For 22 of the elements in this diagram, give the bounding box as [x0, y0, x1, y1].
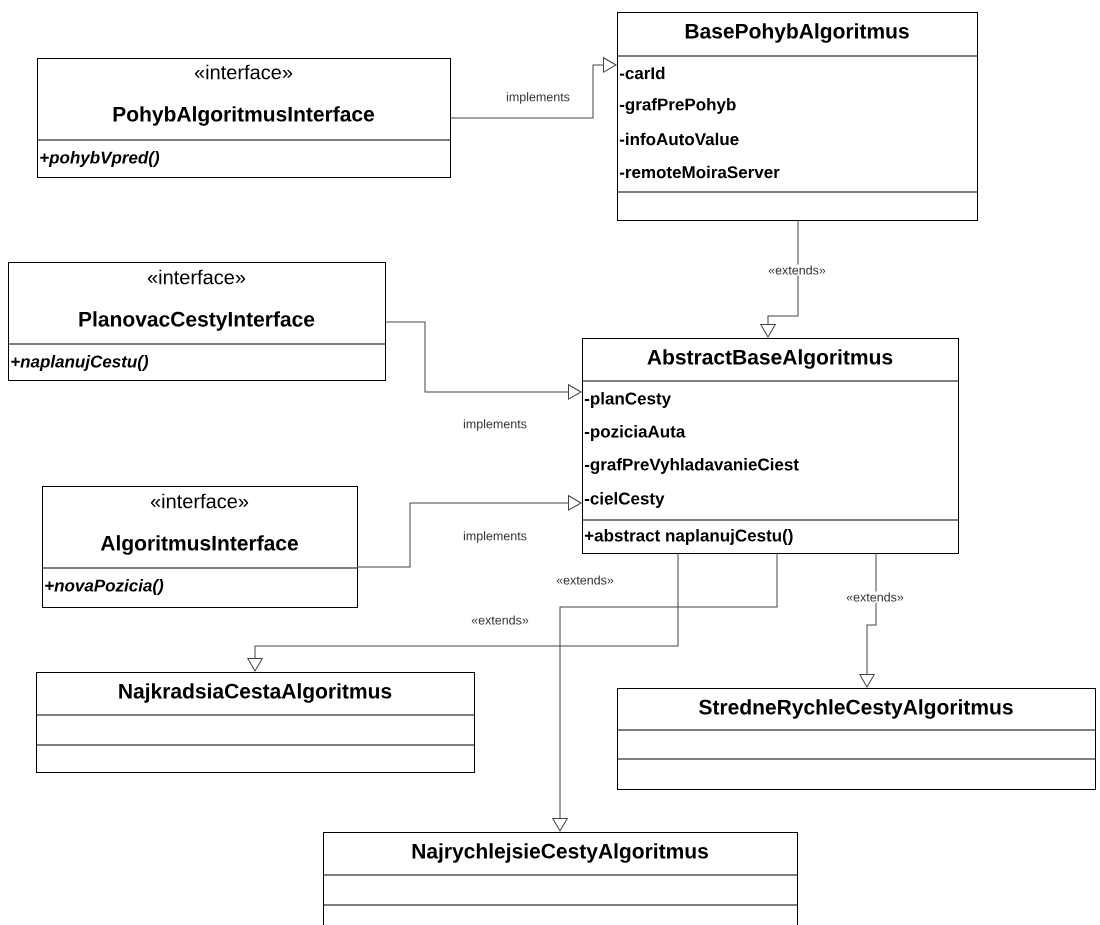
- edge-label: «extends»: [555, 574, 615, 586]
- edge-label: implements: [462, 530, 528, 544]
- class-box: AbstractBaseAlgoritmus -planCesty -poziciaAuta -grafPreVyhladavanieCiest -cielCesty +abstract naplanujCestu(): [581, 338, 959, 554]
- generalization-arrow: [859, 552, 877, 688]
- generalization-arrow: [552, 552, 778, 832]
- edge-label: «extends»: [470, 614, 530, 626]
- edge-label: «extends»: [767, 264, 827, 276]
- generalization-arrow: [356, 495, 582, 568]
- interface-box: «interface» PohybAlgoritmusInterface +pohybVpred(): [36, 58, 451, 178]
- generalization-arrow: [384, 321, 582, 400]
- interface-box: «interface» AlgoritmusInterface +novaPozicia(): [41, 486, 358, 608]
- generalization-arrow: [449, 57, 617, 119]
- edge-label: implements: [462, 418, 528, 432]
- class-box: NajrychlejsieCestyAlgoritmus: [322, 832, 798, 925]
- class-box: NajkradsiaCestaAlgoritmus: [35, 672, 475, 773]
- generalization-arrow: [247, 552, 679, 672]
- interface-box: «interface» PlanovacCestyInterface +naplanujCestu(): [7, 262, 386, 381]
- edge-label: implements: [505, 91, 571, 105]
- class-box: StredneRychleCestyAlgoritmus: [616, 688, 1096, 790]
- edge-label: «extends»: [845, 591, 905, 603]
- generalization-arrow: [760, 219, 799, 338]
- class-box: BasePohybAlgoritmus -carId -grafPrePohyb -infoAutoValue -remoteMoiraServer: [616, 12, 978, 221]
